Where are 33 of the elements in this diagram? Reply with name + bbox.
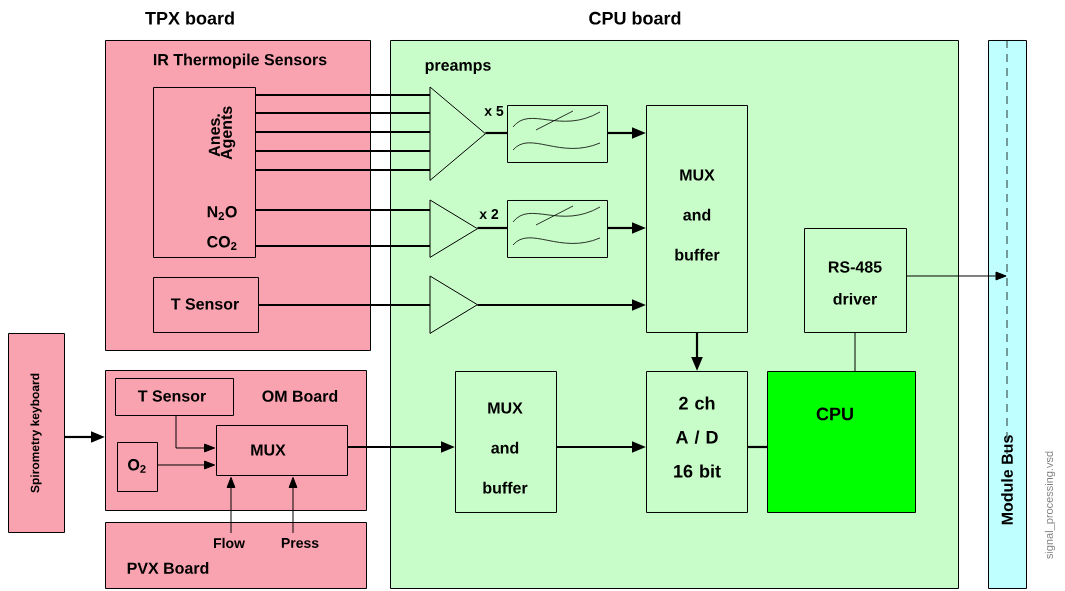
board-title: CPU board [589,11,681,25]
box-label: MUX and buffer [483,402,528,494]
box-label: 2 ch A / D 16 bit [674,396,721,478]
signal-label: Flow [214,537,245,549]
board-title: TPX board [145,11,234,25]
box-label: T Sensor [137,390,206,402]
box-label: O$_{2}$ [128,459,146,473]
section-heading: preamps [425,62,491,74]
arrow [288,476,298,534]
bus-label: Module Bus [1001,435,1013,525]
board-label: PVX Board [127,562,209,574]
gain-label: x 5 [484,106,504,116]
board-label: OM Board [262,390,338,402]
gas-label: CO$_{2}$ [207,236,237,250]
box-label: RS-485 driver [828,261,882,305]
sensor-label: Anes. Agents [208,106,236,160]
arrow [906,271,1007,281]
signal-label: Press [281,538,319,548]
file-name: signal_processing.vsd [1044,451,1056,559]
arrow [175,415,216,453]
filter-symbol [507,105,608,163]
amplifier-symbol [429,275,478,334]
section-heading: IR Thermopile Sensors [153,53,327,69]
filter-symbol [507,200,608,258]
arrow [226,476,236,534]
box-label: CPU [816,407,853,421]
gas-label: N$_{2}$O [207,206,237,220]
box-label: MUX and buffer [675,169,720,261]
box-label: Spirometry keyboard [30,373,42,493]
arrow [157,460,216,470]
box-label: MUX [251,444,286,456]
box-label: T Sensor [170,298,239,310]
gain-label: x 2 [479,209,499,219]
